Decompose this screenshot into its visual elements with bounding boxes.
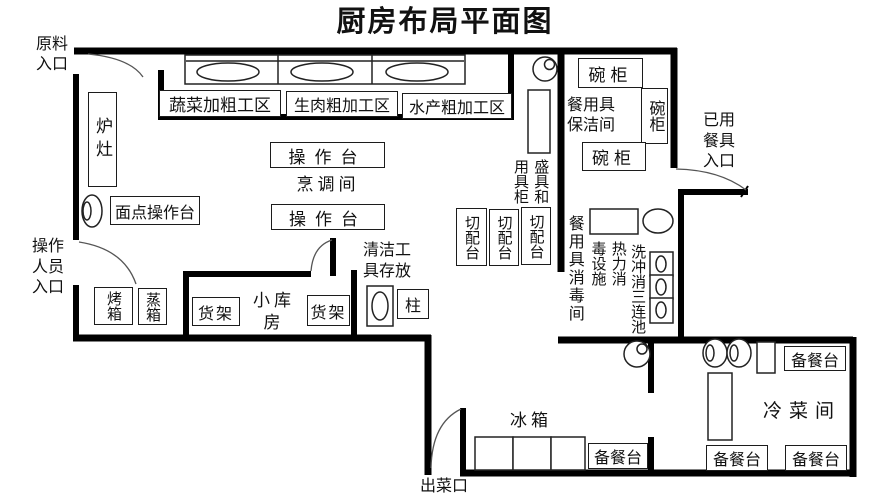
equipment-shelf-1: 货架 [192,297,240,326]
walls [73,47,857,477]
double-sink-inner-icon [729,344,739,362]
equipment-serving-table-left: 备餐台 [588,443,648,469]
equipment-cutting-table-3: 切配台 [521,207,551,265]
basin-oval-icon [655,301,667,319]
equipment-serving-table-mid: 备餐台 [706,445,768,471]
sink-basin-icon [196,62,260,82]
equipment-utensil-cabinet-label: 盛具和用具柜 [512,158,549,204]
thermal-disinfection-rect [589,208,639,235]
zone-vegetable-processing: 蔬菜加粗工区 [159,90,281,117]
sink-basin-icon [290,62,354,82]
structure-column: 柱 [397,289,429,319]
label-raw-material-entrance: 原料 入口 [35,35,68,73]
round-sink-icon [623,340,651,368]
round-sink-inner-icon [543,58,556,71]
equipment-stove: 炉灶 [88,92,117,187]
label-used-tableware-entrance: 已用 餐具 入口 [702,112,735,171]
fridge-unit [550,436,586,471]
equipment-cutting-table-1: 切配台 [456,208,487,266]
utensil-cabinet-rect [527,89,551,154]
equipment-dish-cabinet-bottom: 碗柜 [582,142,646,171]
door-arc-storeroom [310,239,333,272]
basin-oval-icon [655,278,667,296]
fridge-unit [512,436,552,471]
equipment-thermal-disinfection-label: 热力消毒设施 [589,240,626,286]
room-tableware-disinfection: 餐用具消毒间 [565,215,583,323]
page-title: 厨房布局平面图 [336,6,554,39]
coldroom-small-counter [756,341,776,374]
zone-meat-processing: 生肉粗加工区 [286,91,398,117]
door-arc-dish-out [430,408,462,469]
equipment-pastry-table: 面点操作台 [110,196,200,225]
room-cooking: 烹调间 [296,175,360,195]
sink-basin-icon [385,62,449,82]
double-sink-inner-icon [705,344,715,362]
door-arcs [78,53,747,469]
equipment-shelf-2: 货架 [307,295,350,326]
equipment-serving-table-right: 备餐台 [785,445,847,471]
basin-oval-icon [655,255,667,273]
room-cold-dish: 冷菜间 [762,400,841,422]
door-arc-raw-material [87,53,144,78]
round-sink-inner-icon [636,343,648,355]
room-storeroom: 小库房 [253,291,295,332]
equipment-dish-cabinet-right: 碗柜 [641,88,668,144]
room-tableware-cleaning: 餐用具 保洁间 [567,96,616,134]
equipment-oven: 烤箱 [94,287,133,325]
equipment-serving-table-top: 备餐台 [784,346,846,371]
zone-aquatic-processing: 水产粗加工区 [402,93,512,119]
door-arc-staff [78,241,137,285]
door-arc-used-tableware [675,168,747,191]
sink-oval-inner-icon [82,201,92,221]
disinfection-sink-icon [642,208,674,234]
coldroom-worktable-rect [707,372,733,441]
label-dish-out: 出菜口 [419,477,468,495]
equipment-cutting-table-2: 切配台 [489,209,519,266]
zone-cleaning-tool-storage: 清洁工 具存放 [362,242,411,280]
equipment-worktable-1: 操作台 [270,142,385,168]
equipment-steamer: 蒸箱 [138,288,167,325]
equipment-triple-sink-label: 洗冲消三连池 [629,244,646,334]
equipment-fridge-label: 冰箱 [510,411,552,431]
wall-end-cap [740,185,749,198]
fridge-unit [474,436,514,471]
equipment-dish-cabinet-top: 碗柜 [578,58,643,88]
equipment-worktable-2: 操作台 [271,204,385,230]
cleaning-tool-oval-icon [371,291,389,321]
label-staff-entrance: 操作 人员 入口 [31,238,64,297]
